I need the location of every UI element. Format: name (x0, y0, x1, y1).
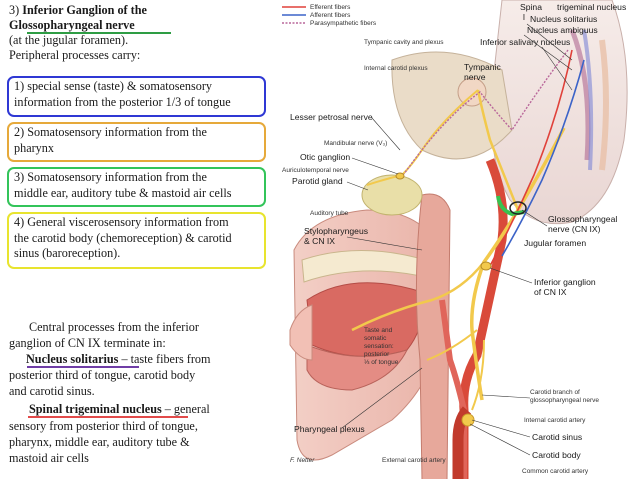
spinal-trigeminal-line: Spinal trigeminal nucleus – general (29, 402, 210, 416)
heading-title: Inferior Ganglion of the (22, 3, 147, 17)
label-taste-2: somatic (364, 335, 387, 342)
label-nucleus-ambiguus: Nucleus ambiguus (527, 25, 598, 35)
internal-carotid-artery-vessel (459, 158, 508, 479)
box-pharynx: 2) Somatosensory information from the ph… (7, 122, 266, 162)
nucleus-solitarius-term: Nucleus solitarius (26, 352, 119, 366)
label-glosso-1: Glossopharyngeal (548, 214, 617, 224)
box-carotid: 4) General viscerosensory information fr… (7, 212, 266, 269)
label-spina: Spina (520, 2, 542, 12)
label-taste-5: ⅓ of tongue (364, 359, 399, 366)
label-parotid-gland: Parotid gland (292, 176, 343, 186)
label-spina-l: l (523, 12, 525, 22)
ns-line-2: posterior third of tongue, carotid body (9, 368, 196, 382)
st-line-2: sensory from posterior third of tongue, (9, 419, 198, 433)
tongue-base (306, 344, 408, 391)
label-internal-carotid-artery: Internal carotid artery (524, 417, 586, 424)
lingual-branch (351, 261, 485, 332)
central-line-1: Central processes from the inferior (29, 320, 199, 334)
label-trigeminal-nucleus: trigeminal nucleus (557, 2, 626, 12)
inferior-ganglion-node (480, 261, 492, 271)
label-nucleus-solitarius: Nucleus solitarius (530, 14, 597, 24)
common-carotid-vessel (452, 406, 472, 479)
nucleus-ambiguus-band (569, 29, 591, 161)
label-inferior-ganglion-2: of CN IX (534, 287, 567, 297)
green-underline (27, 32, 171, 34)
efferent-fibers (489, 49, 573, 267)
legend-efferent: Efferent fibers (310, 4, 351, 11)
legend-afferent: Afferent fibers (310, 12, 351, 19)
otic-ganglion-node (395, 172, 405, 180)
label-tympanic-cavity: Tympanic cavity and plexus (364, 39, 444, 46)
label-mandibular-nerve: Mandibular nerve (V₃) (324, 140, 387, 147)
temporal-bone (391, 51, 513, 160)
label-carotid-branch-1: Carotid branch of (530, 389, 580, 396)
tympanic-cavity (457, 77, 487, 107)
box-middle-ear: 3) Somatosensory information from the mi… (7, 167, 266, 207)
parasympathetic-fibers (403, 49, 569, 175)
label-external-carotid: External carotid artery (382, 457, 446, 464)
pharynx (415, 193, 451, 479)
lips (289, 304, 313, 361)
ns-line-3: and carotid sinus. (9, 384, 95, 398)
jugular-foramen-ring (509, 201, 527, 215)
legend-parasympathetic: Parasympathetic fibers (310, 20, 377, 27)
red-underline (28, 416, 188, 418)
label-stylopharyngeus-1: Stylopharyngeus (304, 226, 368, 236)
label-stylopharyngeus-2: & CN IX (304, 236, 335, 246)
spinal-trigeminal-term: Spinal trigeminal nucleus (29, 402, 162, 416)
label-taste-4: posterior (364, 351, 390, 358)
label-carotid-sinus: Carotid sinus (532, 432, 582, 442)
label-jugular-foramen: Jugular foramen (524, 238, 586, 248)
label-internal-carotid-plexus: Internal carotid plexus (364, 65, 428, 72)
label-glosso-2: nerve (CN IX) (548, 224, 601, 234)
label-carotid-body: Carotid body (532, 450, 581, 460)
central-line-2: ganglion of CN IX terminate in: (9, 336, 166, 350)
heading-line-2: Glossopharyngeal nerve (9, 18, 135, 32)
pharyngeal-branch (426, 329, 478, 361)
carotid-body-dot (461, 413, 475, 427)
label-auditory-tube: Auditory tube (310, 210, 349, 217)
label-common-carotid: Common carotid artery (522, 468, 589, 475)
nucleus-solitarius-line: Nucleus solitarius – taste fibers from (26, 352, 211, 366)
leader-lines (341, 23, 573, 456)
st-line-4: mastoid air cells (9, 451, 89, 465)
text-column: 3) Inferior Ganglion of the Glossopharyn… (0, 0, 272, 479)
tympanic-nerve-path (476, 89, 520, 211)
label-tympanic-1: Tympanic (464, 62, 501, 72)
anatomy-illustration: Efferent fibers Afferent fibers Parasymp… (282, 0, 628, 479)
trigeminal-nucleus-band (599, 39, 609, 171)
label-lesser-petrosal: Lesser petrosal nerve (290, 112, 373, 122)
label-taste-3: sensation: (364, 343, 394, 350)
label-carotid-branch-2: glossopharyngeal nerve (530, 397, 599, 404)
label-taste-1: Taste and (364, 327, 393, 334)
afferent-fibers (501, 59, 585, 257)
carotid-branch (471, 339, 485, 411)
heading-line-1: 3) Inferior Ganglion of the (9, 3, 147, 17)
green-highlight-segment (496, 195, 525, 217)
parotid-gland-shape (361, 174, 423, 216)
box-taste: 1) special sense (taste) & somatosensory… (7, 76, 266, 117)
solitarius-band (582, 29, 594, 171)
label-pharyngeal-plexus: Pharyngeal plexus (294, 424, 365, 434)
label-inferior-salivary: Inferior salivary nucleus (480, 37, 570, 47)
heading-sub: (at the jugular foramen). (9, 33, 129, 47)
artist-signature: F. Netter (290, 457, 315, 464)
st-line-3: pharynx, middle ear, auditory tube & (9, 435, 190, 449)
peripheral-label: Peripheral processes carry: (9, 48, 141, 62)
label-tympanic-2: nerve (464, 72, 486, 82)
label-auriculotemporal: Auriculotemporal nerve (282, 167, 349, 174)
label-otic-ganglion: Otic ganglion (300, 152, 350, 162)
purple-underline (27, 366, 139, 368)
label-inferior-ganglion-1: Inferior ganglion (534, 277, 596, 287)
